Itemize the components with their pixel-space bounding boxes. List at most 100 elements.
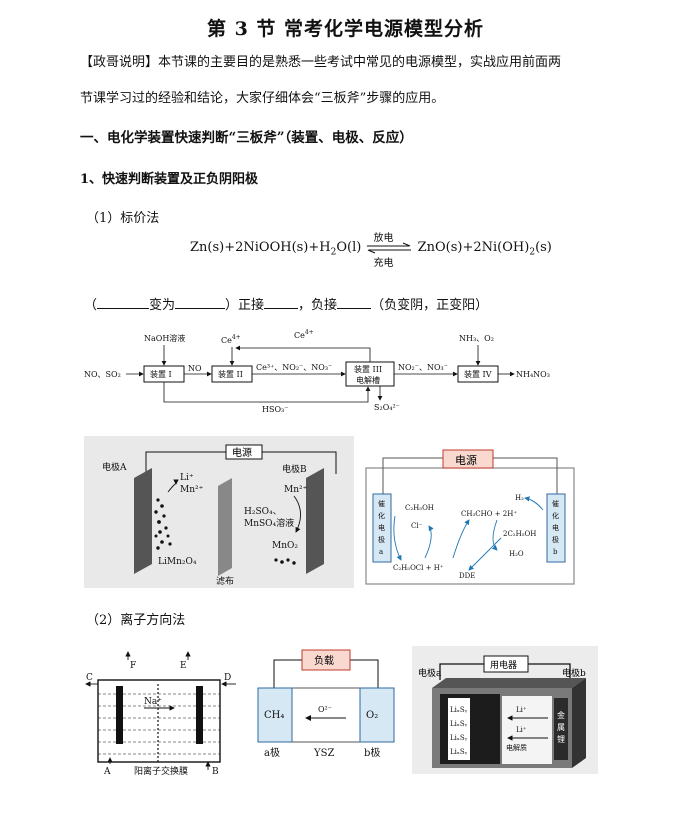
blank-4[interactable] xyxy=(337,296,372,309)
label-na-ion: Na⁺ xyxy=(144,697,162,707)
fill-p3: ）正接 xyxy=(225,298,265,313)
cell-b-dde: DDE xyxy=(459,572,475,580)
intro-line-1: 【政哥说明】本节课的主要目的是熟悉一些考试中常见的电源模型，实战应用前面两 xyxy=(80,54,561,72)
li-ion-1: Li⁺ xyxy=(516,706,527,714)
reaction-equation: Zn(s)+2NiOOH(s)+H 2 O(l) 放电 充电 ZnO(s)+2Ni(… xyxy=(190,233,552,269)
flow-right-in: NO₂⁻、NO₃⁻ xyxy=(398,363,448,372)
metal-char-1: 金 xyxy=(557,710,565,720)
a-pole-label: a极 xyxy=(264,746,280,759)
right-electrode-bar xyxy=(196,686,203,744)
lithium-metal-bar xyxy=(554,698,568,760)
fill-blank-line: （变为）正接，负接（负变阴，正变阳） xyxy=(84,296,488,315)
fuel-cell-diagram: 负载 CH₄ O₂ O²⁻ a极 YSZ b极 xyxy=(257,649,395,759)
cell-b-c2h5ocl: C₂H₅OCl + H⁺ xyxy=(393,564,444,572)
filter-cloth-plate xyxy=(218,478,232,576)
appliance-label: 用电器 xyxy=(490,659,517,671)
eq-right: ZnO(s)+2Ni(OH) xyxy=(417,240,530,255)
electrode-b-char-5: b xyxy=(553,548,558,556)
blank-3[interactable] xyxy=(264,296,299,309)
flow-outlet: NH₄NO₃ xyxy=(516,370,550,379)
cell-a-li-ion: Li⁺ xyxy=(180,473,194,483)
device-2-label: 装置 II xyxy=(218,369,243,379)
electrode-b-plate xyxy=(306,468,324,574)
flow-s2o4: S₂O₄²⁻ xyxy=(374,403,400,412)
fill-p1: （ xyxy=(84,298,98,313)
double-arrow-icon xyxy=(367,242,412,253)
eq-arrow-top: 放电 xyxy=(373,232,394,244)
subheading-1: 1、快速判断装置及正负阴阳极 xyxy=(80,172,259,187)
device-3-label-a: 装置 III xyxy=(354,364,382,374)
lixsy-1: LiₓSᵧ xyxy=(450,706,468,714)
equilibrium-arrows: 放电 充电 xyxy=(365,233,413,269)
load-label: 负载 xyxy=(314,654,334,667)
flow-mid: Ce³⁺、NO₂⁻、NO₃⁻ xyxy=(256,363,332,372)
label-c: C xyxy=(86,673,93,683)
electrode-b-label: 电极B xyxy=(282,463,307,475)
b-pole-label: b极 xyxy=(364,746,380,759)
eq-right-sub: 2 xyxy=(529,247,536,258)
eq-left: Zn(s)+2NiOOH(s)+H xyxy=(190,240,331,255)
electrode-a-char-2: 化 xyxy=(378,511,385,520)
eq-right-tail: (s) xyxy=(535,240,552,255)
flow-inlet: NO、SO₂ xyxy=(84,370,121,379)
cell-a-mno2: MnO₂ xyxy=(272,541,298,551)
electrode-b-char-3: 电 xyxy=(552,523,559,532)
cell-b-power-box xyxy=(442,449,494,469)
intro-line-2: 节课学习过的经验和结论，大家仔细体会“三板斧”步骤的应用。 xyxy=(80,91,445,106)
flow-hso3: HSO₃⁻ xyxy=(262,405,288,414)
flow-ce4-a: Ce4+ xyxy=(221,334,241,345)
cell-b-cl: Cl⁻ xyxy=(411,522,423,530)
flow-ce4-b: Ce4+ xyxy=(294,329,314,340)
cell-a-particles xyxy=(154,498,296,565)
o2-label: O₂ xyxy=(366,710,378,721)
cell-b-h2: H₂ xyxy=(515,494,524,502)
catalytic-electrode-b xyxy=(546,493,566,563)
method-2-label: （2）离子方向法 xyxy=(86,613,186,628)
label-d: D xyxy=(224,673,231,683)
flow-naoh: NaOH溶液 xyxy=(144,333,185,343)
fill-p4: ，负接 xyxy=(298,298,338,313)
electrode-b-label-e: 电极b xyxy=(562,667,586,679)
blank-2[interactable] xyxy=(175,296,226,309)
cell-a-limn2o4: LiMn₂O₄ xyxy=(158,557,197,567)
lixsy-3: LiₓSᵧ xyxy=(450,734,468,742)
appliance-box xyxy=(483,655,529,673)
cell-a-power-box xyxy=(225,444,263,460)
intro-bracket: 【政哥说明】 xyxy=(80,55,159,70)
electrolyte-region xyxy=(502,696,552,764)
cell-a-solution-2: MnSO₄溶液 xyxy=(244,517,294,529)
electrode-a-label-e: 电极a xyxy=(418,667,442,679)
lithium-battery-diagram: 用电器 电极a 电极b LiₓSᵧ LiₓSᵧ LiₓSᵧ LiₓSᵧ Li⁺ … xyxy=(412,646,598,774)
device-3-label-b: 电解槽 xyxy=(356,375,380,385)
electrode-b-char-1: 催 xyxy=(552,499,559,508)
cell-a-solution-1: H₂SO₄、 xyxy=(244,507,282,517)
cell-a-mn-ion: Mn²⁺ xyxy=(180,485,204,495)
cell-a-mn-ion-2: Mn²⁺ xyxy=(284,485,308,495)
metal-char-3: 锂 xyxy=(557,734,565,744)
cell-b-h2o: H₂O xyxy=(509,550,524,558)
ch4-label: CH₄ xyxy=(264,710,284,721)
membrane-label: 阳离子交换膜 xyxy=(134,765,188,776)
electrolyte-label: 电解质 xyxy=(506,743,527,752)
electrode-a-label: 电极A xyxy=(102,461,127,473)
eq-arrow-bottom: 充电 xyxy=(373,257,394,269)
flow-nh3o2: NH₃、O₂ xyxy=(459,334,494,343)
eq-left-tail: O(l) xyxy=(336,240,362,255)
fill-p2: 变为 xyxy=(149,298,176,313)
device-1-label: 装置 I xyxy=(150,369,172,379)
process-flow-diagram: NaOH溶液 Ce4+ Ce4+ NH₃、O₂ NO、SO₂ 装置 I NO 装… xyxy=(84,329,550,414)
cell-a-power-label: 电源 xyxy=(232,446,252,459)
blank-1[interactable] xyxy=(97,296,150,309)
label-f: F xyxy=(130,661,136,671)
page-title: 第 3 节 常考化学电源模型分析 xyxy=(206,18,485,40)
cell-b-power-label: 电源 xyxy=(455,453,477,467)
load-box xyxy=(301,649,351,671)
cell-a-filter-label: 滤布 xyxy=(216,575,234,587)
cell-b-2c2h5oh: 2C₂H₅OH xyxy=(503,530,536,538)
li-ion-2: Li⁺ xyxy=(516,726,527,734)
device-4-label: 装置 IV xyxy=(464,369,492,379)
electrolysis-cell-a: 电源 电极A 电极B Li⁺ Mn²⁺ Mn²⁺ H₂SO₄、 MnSO₄溶液 … xyxy=(84,436,354,588)
electrode-b-char-2: 化 xyxy=(552,511,559,520)
electrode-a-plate xyxy=(134,468,152,574)
lixsy-2: LiₓSᵧ xyxy=(450,720,468,728)
